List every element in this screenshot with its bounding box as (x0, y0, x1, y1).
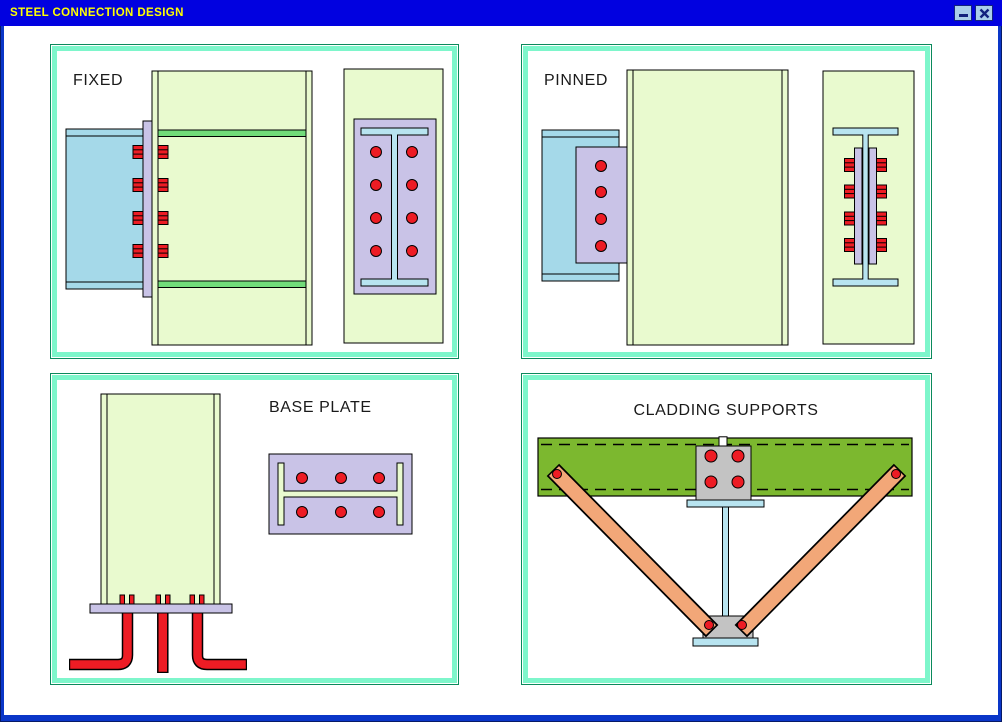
pinned-section-view (822, 70, 915, 345)
panel-fixed-border (52, 46, 457, 357)
fixed-section-beam (360, 127, 429, 287)
fixed-stiffener-top (157, 129, 307, 137)
minimize-icon (958, 14, 968, 17)
fixed-beam-top-flange (65, 128, 144, 137)
minimize-button[interactable] (954, 5, 972, 21)
panel-fixed: FIXED (50, 44, 459, 359)
cladding-braces (546, 463, 907, 638)
fixed-beam-elevation (65, 128, 144, 290)
client-area: FIXED (4, 26, 998, 715)
fixed-section-bolts (370, 146, 418, 257)
pinned-connection-diagram: PINNED (541, 69, 915, 346)
anchor-rods (69, 611, 247, 673)
base-plate-elevation (89, 603, 233, 614)
anchor-bolt-studs (119, 594, 205, 605)
fixed-connection-diagram: FIXED (65, 68, 444, 346)
panel-base-plate-label: BASE PLATE (269, 399, 372, 416)
base-plate-column-elevation (100, 393, 221, 605)
close-button[interactable] (975, 5, 993, 21)
base-plate-plan-bolts (296, 472, 385, 518)
fixed-column-elevation (151, 70, 313, 346)
pinned-section-plate-right (868, 147, 877, 265)
panel-pinned: PINNED (521, 44, 932, 359)
window-controls (954, 5, 993, 21)
pinned-bolts-elevation (595, 160, 607, 252)
fixed-beam-bottom-flange (65, 281, 144, 290)
fixed-stiffener-bottom (157, 280, 307, 288)
column-section (277, 462, 404, 526)
fixed-section-view (343, 68, 444, 344)
pinned-section-beam (832, 127, 899, 287)
window-title: STEEL CONNECTION DESIGN (10, 7, 184, 19)
close-icon (979, 8, 989, 18)
pinned-column-elevation (626, 69, 789, 346)
column-top-flange (686, 499, 765, 508)
pinned-beam-top-flange (541, 129, 620, 138)
pinned-section-plate-left (854, 147, 863, 265)
fixed-end-plate (142, 120, 153, 298)
column-bottom-flange (692, 637, 759, 647)
cladding-plate-bolts (704, 449, 745, 489)
panel-fixed-label: FIXED (73, 72, 123, 89)
panel-base-plate: BASE PLATE (50, 373, 459, 685)
panel-cladding-border (523, 375, 930, 683)
girt-splice-gap (718, 436, 728, 447)
panel-pinned-border (523, 46, 930, 357)
panel-cladding-supports: CLADDING SUPPORTS (521, 373, 932, 685)
cladding-brace-bolts (552, 469, 901, 630)
panel-pinned-label: PINNED (544, 72, 608, 89)
pinned-beam-bottom-flange (541, 273, 620, 282)
base-plate-plan-view (268, 453, 413, 535)
base-plate-diagram: BASE PLATE (69, 393, 413, 673)
panel-base-plate-border (52, 375, 457, 683)
cladding-supports-diagram: CLADDING SUPPORTS (537, 402, 913, 647)
panel-cladding-label: CLADDING SUPPORTS (633, 402, 818, 419)
titlebar[interactable]: STEEL CONNECTION DESIGN (0, 0, 1002, 26)
